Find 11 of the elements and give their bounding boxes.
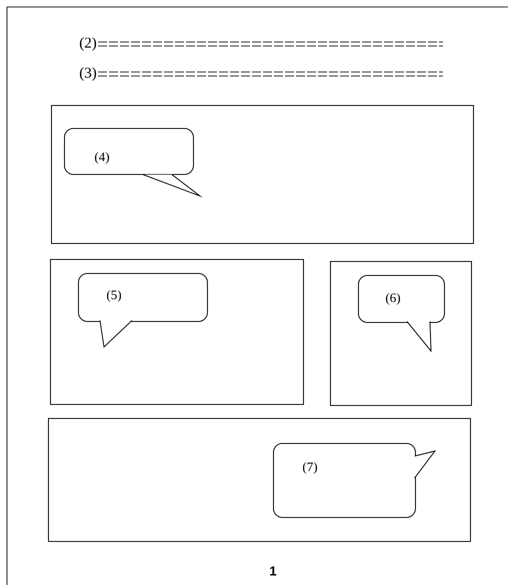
page-number: 1 [270,566,276,576]
speech-bubble: (4) [64,128,203,198]
item-label: (3) [80,67,96,81]
comic-panel [48,418,471,542]
comic-panel [50,259,304,405]
speech-bubble: (6) [358,275,445,352]
item-label: (2) [80,37,96,51]
speech-bubble: (7) [273,443,436,518]
comic-panel [330,261,472,406]
comic-panel [51,105,474,244]
speech-bubble: (5) [78,273,208,348]
